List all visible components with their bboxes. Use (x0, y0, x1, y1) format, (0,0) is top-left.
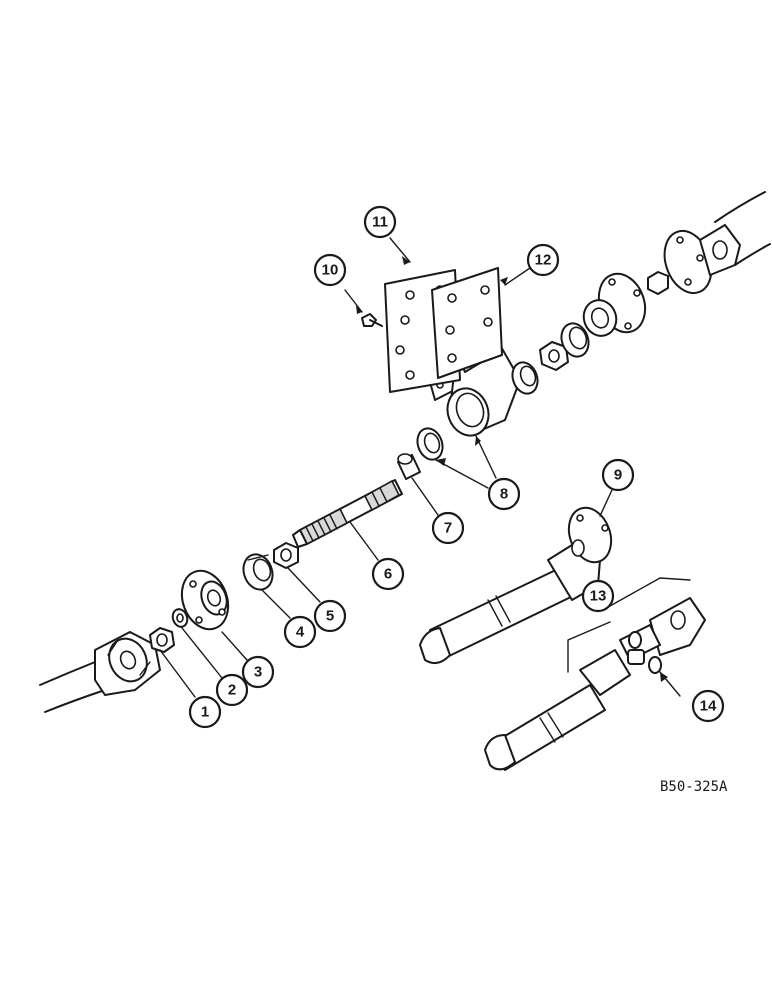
callout-12: 12 (526, 243, 560, 277)
nut-part-5 (273, 542, 299, 569)
callout-7-label: 7 (444, 520, 452, 537)
callout-1: 1 (188, 695, 222, 729)
arrowheads (356, 256, 668, 682)
washer-part-2 (171, 608, 189, 628)
callout-8: 8 (487, 477, 521, 511)
bracket-lines-13 (567, 577, 691, 673)
callout-3-label: 3 (254, 664, 262, 681)
callout-10: 10 (313, 253, 347, 287)
callout-2: 2 (215, 673, 249, 707)
callout-14: 14 (691, 689, 725, 723)
callout-11: 11 (363, 205, 397, 239)
callout-5: 5 (313, 599, 347, 633)
bearing-part-4 (242, 553, 274, 591)
callout-9: 9 (601, 458, 635, 492)
driveshaft-part-13 (484, 597, 706, 771)
bearing-cup-part-8 (416, 427, 444, 461)
callout-5-label: 5 (326, 608, 334, 625)
callout-9-label: 9 (614, 467, 622, 484)
upper-small-nut (647, 271, 669, 295)
u-joint-cross-part-14 (619, 624, 662, 674)
callout-6-label: 6 (384, 566, 392, 583)
left-driveshaft-yoke (39, 631, 161, 713)
sleeve-part-7 (397, 453, 421, 480)
splined-shaft-part-6 (292, 479, 403, 548)
reference-code: B50-325A (660, 779, 728, 795)
callout-3: 3 (241, 655, 275, 689)
callout-14-label: 14 (700, 698, 717, 715)
bolt-part-10 (361, 313, 383, 327)
callout-13: 13 (581, 579, 615, 613)
leader-lines (159, 237, 681, 698)
callout-11-label: 11 (372, 214, 388, 231)
callout-10-label: 10 (322, 262, 339, 279)
callout-13-label: 13 (590, 588, 607, 605)
nut-part-1 (149, 627, 175, 653)
callout-6: 6 (371, 557, 405, 591)
callout-1-label: 1 (201, 704, 209, 721)
right-driveshaft-yoke (663, 191, 771, 294)
callout-2-label: 2 (228, 682, 236, 699)
plate-part-12 (431, 267, 503, 379)
upper-bearing-ring (511, 361, 539, 395)
callout-8-label: 8 (500, 486, 508, 503)
callout-4: 4 (283, 615, 317, 649)
callout-7: 7 (431, 511, 465, 545)
callout-12-label: 12 (535, 252, 552, 269)
upper-flange (582, 272, 647, 337)
upper-bearing (560, 322, 590, 358)
upper-nut (539, 341, 569, 371)
callout-4-label: 4 (296, 624, 305, 641)
flange-part-3 (180, 569, 230, 631)
